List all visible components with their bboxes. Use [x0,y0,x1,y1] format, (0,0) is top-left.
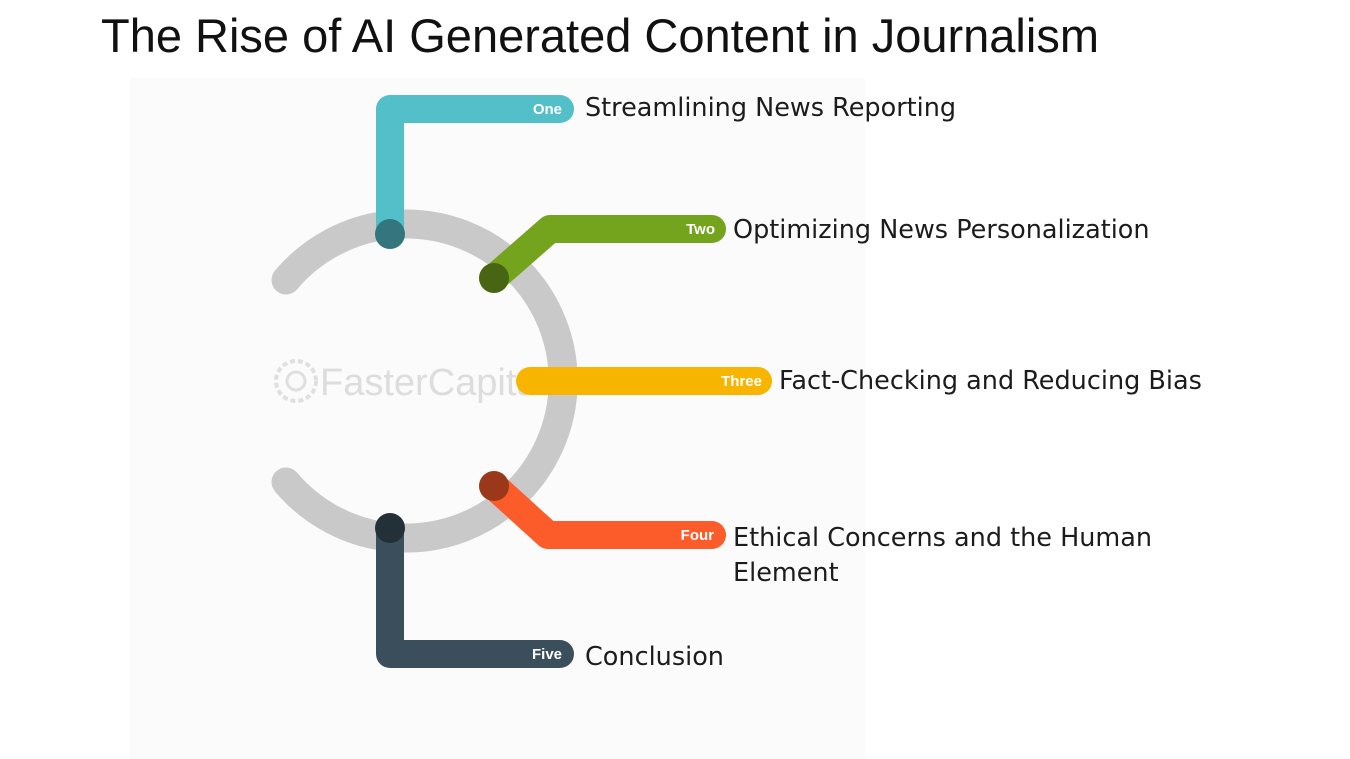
connector-two [480,215,726,292]
step-label-four: Ethical Concerns and the Human Element [733,523,1153,588]
tag-two: Two [686,221,715,238]
watermark-gear-icon [274,359,318,403]
watermark-text: FasterCapital [320,362,546,404]
page-title: The Rise of AI Generated Content in Jour… [101,9,1099,62]
step-label-five: Conclusion [585,642,724,672]
connector-four [480,472,726,549]
step-label-two: Optimizing News Personalization [733,215,1150,245]
tag-one: One [533,101,562,118]
connector-five [376,514,574,668]
tag-four: Four [681,527,714,544]
joint-dot-one [375,219,405,249]
tag-five: Five [532,646,562,663]
tag-three: Three [721,373,762,390]
step-label-one: Streamlining News Reporting [585,93,957,123]
joint-dot-five [375,513,405,543]
joint-dot-four [479,471,509,501]
step-label-three: Fact-Checking and Reducing Bias [779,366,1202,396]
watermark: FasterCapital [274,359,546,404]
joint-dot-two [479,263,509,293]
connector-one [376,95,574,248]
